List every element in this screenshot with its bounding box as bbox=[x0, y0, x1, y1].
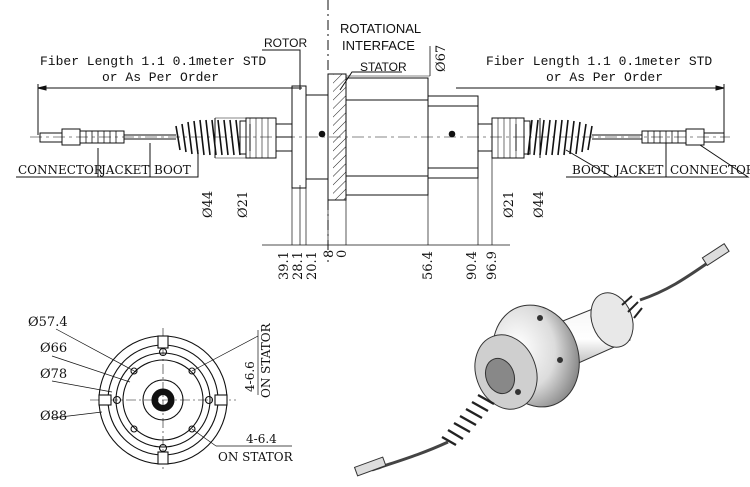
boot-left-leader bbox=[150, 150, 199, 178]
connector-right-leader bbox=[666, 144, 750, 178]
left-connector-ferrule bbox=[39, 132, 63, 143]
fiber-length-left-2: or As Per Order bbox=[102, 70, 219, 85]
fiber-length-right-2: or As Per Order bbox=[546, 70, 663, 85]
rotational-label-2: INTERFACE bbox=[342, 38, 415, 53]
len-0: 0 bbox=[335, 250, 350, 258]
stator-bolt bbox=[448, 130, 456, 138]
holes-bottom-label-2: ON STATOR bbox=[218, 450, 294, 464]
dia-44-right-label: Ø44 bbox=[532, 191, 547, 218]
length-extension-lines bbox=[262, 158, 510, 246]
hole-bottom bbox=[158, 443, 168, 453]
hole-left bbox=[112, 395, 122, 405]
dia-67-label: Ø67 bbox=[434, 45, 449, 72]
rotor-label: ROTOR bbox=[264, 36, 307, 50]
jacket-left-label: JACKET bbox=[99, 163, 149, 177]
dia-21-left-label: Ø21 bbox=[236, 191, 251, 218]
len-90-4: 90.4 bbox=[465, 251, 480, 280]
dia-78-label: Ø78 bbox=[40, 367, 67, 382]
right-boot-spring bbox=[527, 119, 593, 156]
iso-connector-top bbox=[701, 243, 730, 267]
rotor-bolt bbox=[318, 130, 326, 138]
stator-label: STATOR bbox=[360, 60, 407, 74]
len-56-4: 56.4 bbox=[421, 251, 436, 280]
iso-body-end bbox=[590, 292, 634, 348]
hole-lr bbox=[188, 425, 196, 433]
front-view bbox=[51, 328, 292, 472]
isometric-view bbox=[353, 243, 730, 477]
holes-top-label-1: 4-6.6 bbox=[243, 361, 257, 392]
iso-boot-spring bbox=[441, 393, 495, 447]
iso-boot-spring-top bbox=[621, 295, 643, 319]
arrow-icon bbox=[37, 85, 47, 91]
left-boot-spring bbox=[175, 119, 241, 156]
fiber-length-left-1: Fiber Length 1.1 0.1meter STD bbox=[40, 54, 266, 69]
jacket-right-label: JACKET bbox=[613, 163, 663, 177]
rotor-leader bbox=[262, 49, 301, 90]
front-view-labels: Ø57.4 Ø66 Ø78 Ø88 4-6.6 ON STATOR 4-6.4 … bbox=[28, 315, 294, 464]
dia-66-label: Ø66 bbox=[40, 341, 67, 356]
holes-bottom-label-1: 4-6.4 bbox=[246, 432, 277, 446]
fiber-length-right-1: Fiber Length 1.1 0.1meter STD bbox=[486, 54, 712, 69]
slot-bottom bbox=[157, 451, 169, 465]
stator-leader bbox=[339, 71, 402, 91]
side-view bbox=[16, 0, 750, 262]
slot-left bbox=[98, 394, 112, 406]
dia-88-label: Ø88 bbox=[40, 409, 67, 424]
hole-ul bbox=[130, 367, 138, 375]
len-28-1: 28.1 bbox=[291, 251, 306, 280]
len-39-1: 39.1 bbox=[277, 251, 292, 280]
dia-44-left-label: Ø44 bbox=[201, 191, 216, 218]
side-view-labels: ROTOR ROTATIONAL INTERFACE STATOR Fiber … bbox=[18, 21, 750, 280]
iso-connector-bottom bbox=[353, 456, 387, 477]
boot-right-label: BOOT bbox=[572, 163, 609, 177]
connector-right-label: CONNECTOR bbox=[670, 163, 750, 177]
len-20-1: 20.1 bbox=[305, 251, 320, 280]
boot-left-label: BOOT bbox=[154, 163, 191, 177]
dia-21-right-label: Ø21 bbox=[502, 191, 517, 218]
hole-right bbox=[204, 395, 214, 405]
holes-top-label-2: ON STATOR bbox=[259, 322, 273, 398]
stator-body bbox=[345, 77, 429, 196]
iso-rotor-hub bbox=[484, 357, 516, 395]
hole-ll bbox=[130, 425, 138, 433]
hole-top bbox=[158, 347, 168, 357]
rotational-label-1: ROTATIONAL bbox=[340, 21, 421, 36]
slot-top bbox=[157, 335, 169, 349]
arrow-icon bbox=[715, 85, 725, 91]
hole-ur bbox=[188, 367, 196, 375]
connector-left-label: CONNECTOR bbox=[18, 163, 104, 177]
len-8: 8 bbox=[322, 250, 337, 258]
right-hex-nut bbox=[491, 117, 525, 159]
slot-right bbox=[214, 394, 228, 406]
dia-57-4-label: Ø57.4 bbox=[28, 315, 68, 330]
len-96-9: 96.9 bbox=[485, 251, 500, 280]
right-connector-ferrule bbox=[703, 132, 725, 143]
left-jacket-ribbed bbox=[79, 130, 125, 144]
